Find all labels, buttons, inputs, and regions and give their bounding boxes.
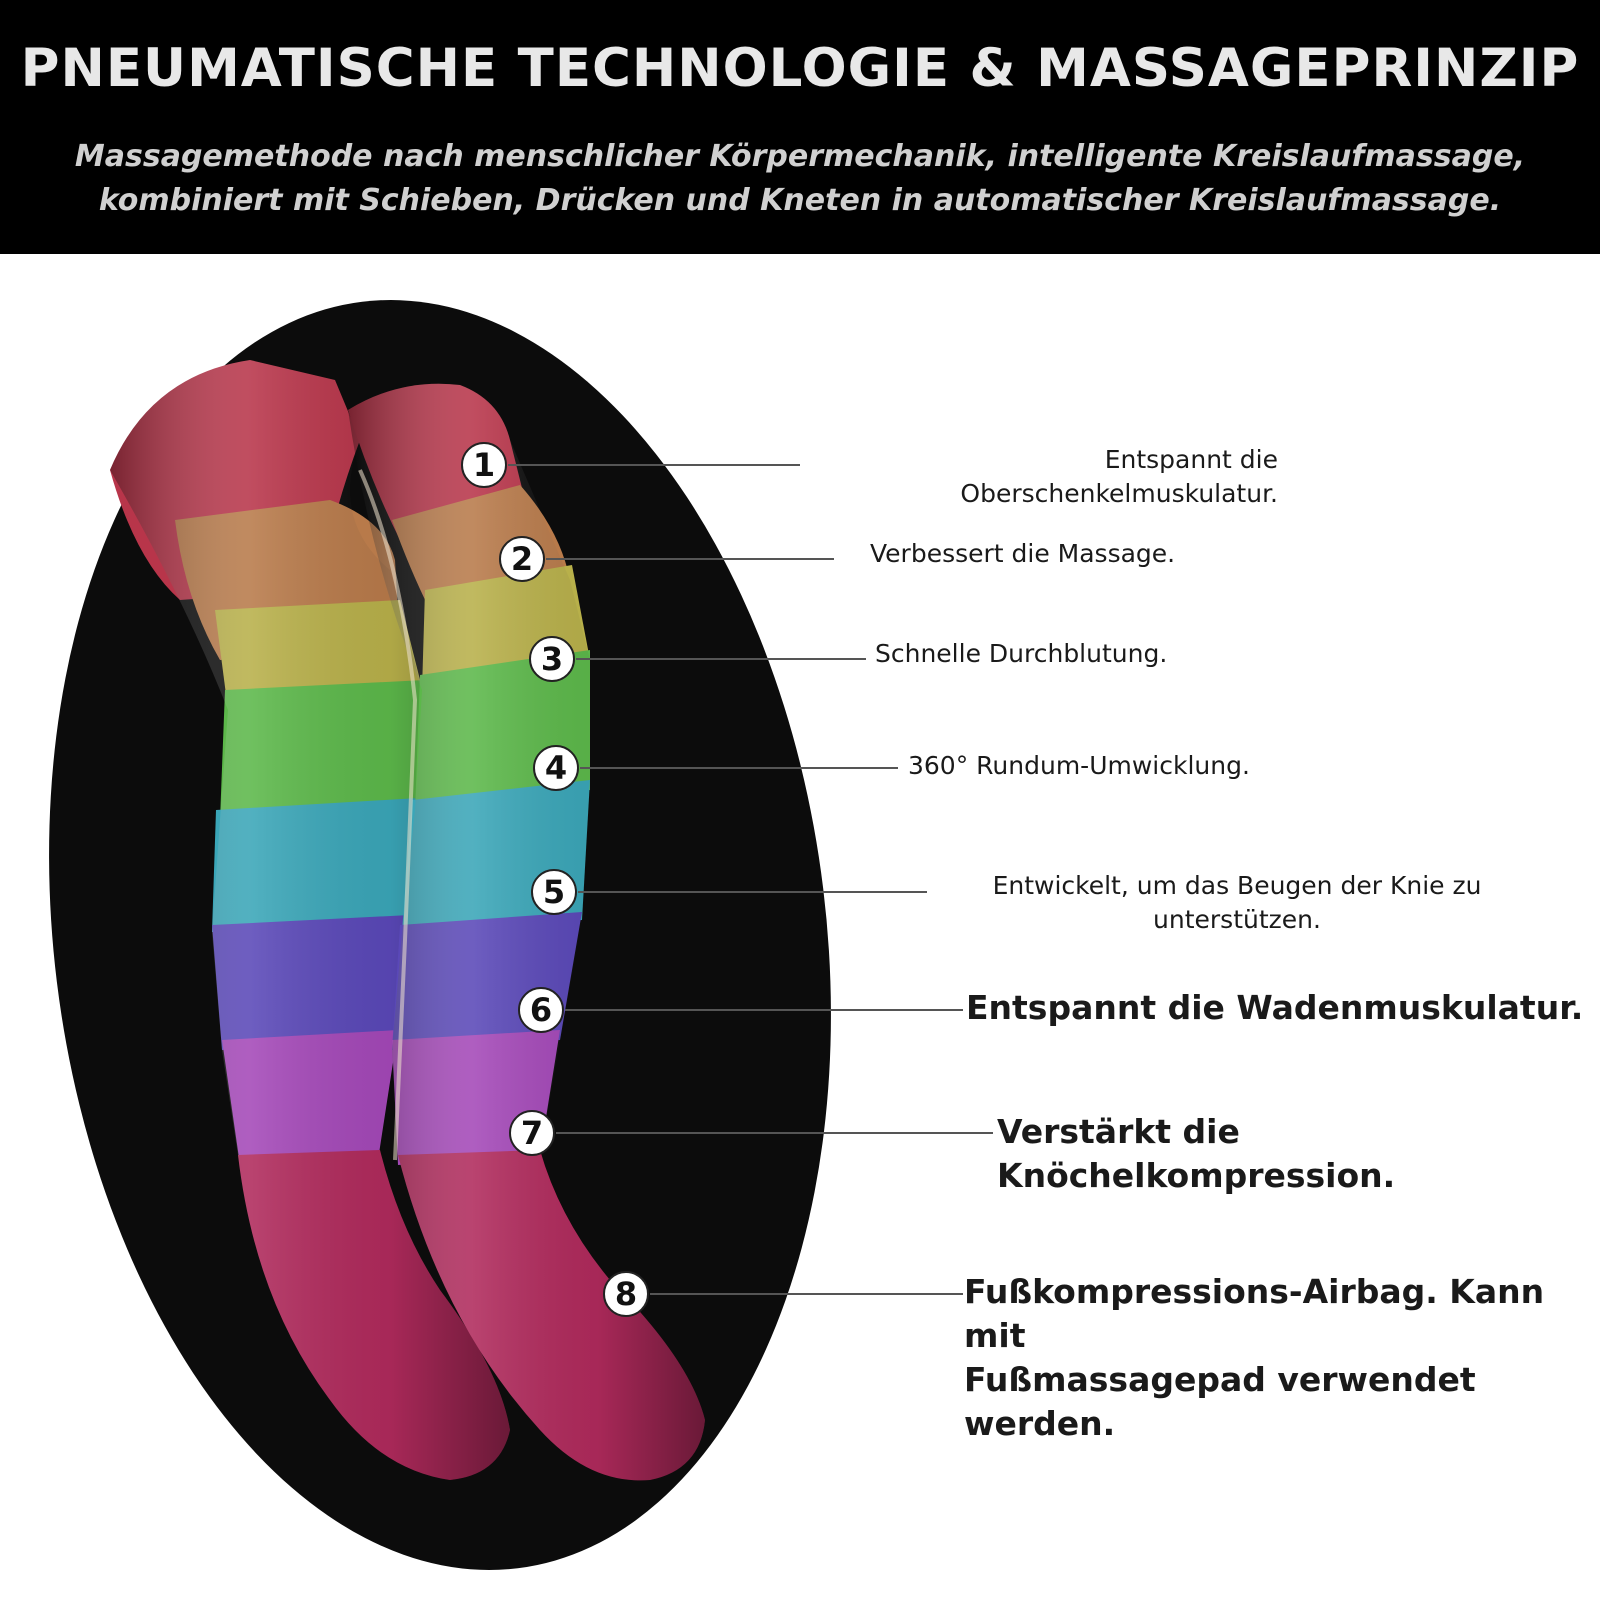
zone-marker-number: 8 (615, 1275, 637, 1313)
zone-marker-4: 4 (533, 745, 579, 791)
zone-marker-circle (509, 1110, 555, 1156)
zone-7-label-line-2: Knöchelkompression. (997, 1156, 1396, 1195)
zone-marker-number: 3 (541, 640, 563, 678)
subtitle-line-1: Massagemethode nach menschlicher Körperm… (74, 139, 1526, 174)
zone-3-label: Schnelle Durchblutung. (875, 637, 1167, 671)
zone-marker-3: 3 (529, 636, 575, 682)
zone-6-label: Entspannt die Wadenmuskulatur. (966, 986, 1583, 1030)
zone-marker-8: 8 (603, 1271, 649, 1317)
zone-8-label-line-3: werden. (964, 1404, 1116, 1443)
zone-1-label: Entspannt die Oberschenkelmuskulatur. (960, 443, 1278, 511)
zone-7-label-line-1: Verstärkt die (997, 1112, 1240, 1151)
zone-marker-number: 1 (473, 446, 495, 484)
callout-lines (508, 464, 993, 1295)
zone-markers: 1 2 3 4 5 6 7 8 (461, 442, 649, 1317)
zone-marker-circle (529, 636, 575, 682)
zone-marker-circle (531, 869, 577, 915)
zone-5-label-line-1: Entwickelt, um das Beugen der Knie zu (992, 871, 1482, 900)
zone-2-label: Verbessert die Massage. (870, 537, 1175, 571)
zone-marker-1: 1 (461, 442, 507, 488)
subtitle-line-2: kombiniert mit Schieben, Drücken und Kne… (98, 183, 1502, 218)
zone-marker-circle (499, 536, 545, 582)
zone-7-label: Verstärkt die Knöchelkompression. (997, 1110, 1395, 1198)
zone-1-label-line-1: Entspannt die (1104, 445, 1278, 474)
zone-4-label: 360° Rundum-Umwicklung. (908, 749, 1250, 783)
zone-marker-number: 4 (545, 749, 567, 787)
zone-marker-7: 7 (509, 1110, 555, 1156)
zone-8-label: Fußkompressions-Airbag. Kann mit Fußmass… (964, 1270, 1594, 1446)
zone-5-label-line-2: unterstützen. (1153, 905, 1321, 934)
zone-marker-number: 5 (543, 873, 565, 911)
zone-6-label-line-1: Entspannt die Wadenmuskulatur. (966, 988, 1584, 1027)
left-leg-sleeve (110, 360, 510, 1480)
zone-marker-circle (518, 987, 564, 1033)
zone-marker-circle (461, 442, 507, 488)
zone-3-label-line-1: Schnelle Durchblutung. (875, 639, 1168, 668)
zone-marker-2: 2 (499, 536, 545, 582)
zone-marker-circle (603, 1271, 649, 1317)
zone-5-label: Entwickelt, um das Beugen der Knie zu un… (942, 869, 1532, 937)
zone-8-label-line-2: Fußmassagepad verwendet (964, 1360, 1476, 1399)
right-leg-sleeve (348, 383, 705, 1481)
header-banner: PNEUMATISCHE TECHNOLOGIE & MASSAGEPRINZI… (0, 0, 1600, 254)
zone-4-label-line-1: 360° Rundum-Umwicklung. (908, 751, 1250, 780)
zone-marker-number: 7 (521, 1114, 543, 1152)
zone-marker-number: 6 (530, 991, 552, 1029)
zone-8-label-line-1: Fußkompressions-Airbag. Kann mit (964, 1272, 1545, 1355)
page-title: PNEUMATISCHE TECHNOLOGIE & MASSAGEPRINZI… (20, 38, 1580, 99)
zone-marker-5: 5 (531, 869, 577, 915)
zone-marker-6: 6 (518, 987, 564, 1033)
zone-2-label-line-1: Verbessert die Massage. (870, 539, 1176, 568)
zone-1-label-line-2: Oberschenkelmuskulatur. (960, 479, 1278, 508)
leg-massager-illustration: 1 2 3 4 5 6 7 8 (49, 300, 993, 1570)
zone-marker-circle (533, 745, 579, 791)
zone-marker-number: 2 (511, 540, 533, 578)
zipper-seam (358, 469, 418, 1161)
